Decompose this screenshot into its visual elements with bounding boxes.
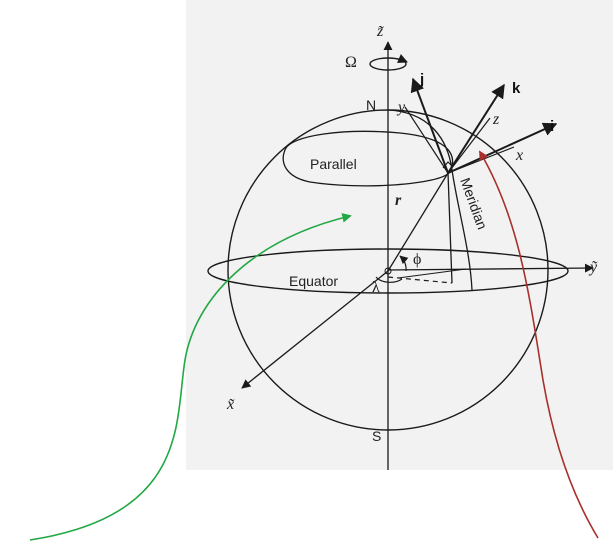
scan-background (186, 0, 613, 470)
label-parallel: Parallel (310, 156, 357, 172)
label-lambda: λ (372, 279, 380, 296)
label-i: i (550, 118, 554, 135)
label-equator: Equator (289, 273, 338, 289)
local-z-axis (447, 117, 491, 174)
label-south: S (372, 428, 381, 444)
label-north: N (366, 97, 376, 113)
label-x: x (515, 147, 523, 164)
red-annotation-arrow (479, 150, 599, 539)
origin-mark (384, 267, 392, 275)
x-tilde-axis (241, 270, 389, 389)
rotation-arrow-icon (396, 54, 408, 64)
label-j: j (419, 71, 424, 88)
meridian-curve (387, 109, 473, 291)
position-vector-r (387, 172, 449, 272)
phi-arc (399, 255, 409, 272)
green-annotation-arrow (29, 213, 352, 541)
unit-vector-j (410, 77, 449, 174)
unit-vector-i (447, 122, 558, 174)
projection-vertical (447, 172, 453, 284)
label-k: k (512, 80, 521, 97)
local-y-axis (404, 106, 449, 174)
label-y: y (396, 99, 406, 116)
label-x-tilde: x̃ (226, 396, 235, 413)
label-z-tilde: z̃ (376, 23, 384, 40)
label-z: z (492, 111, 500, 128)
label-y-tilde: ỹ (588, 259, 598, 276)
unit-vector-k (447, 83, 505, 174)
rotation-omega-icon (369, 57, 407, 71)
y-tilde-axis (387, 263, 594, 273)
label-phi: ϕ (413, 251, 421, 268)
projection-short (397, 268, 467, 279)
lambda-arc (375, 276, 403, 283)
label-r: r (395, 192, 402, 209)
right-angle-mark (442, 161, 454, 169)
label-omega: Ω (345, 54, 357, 71)
